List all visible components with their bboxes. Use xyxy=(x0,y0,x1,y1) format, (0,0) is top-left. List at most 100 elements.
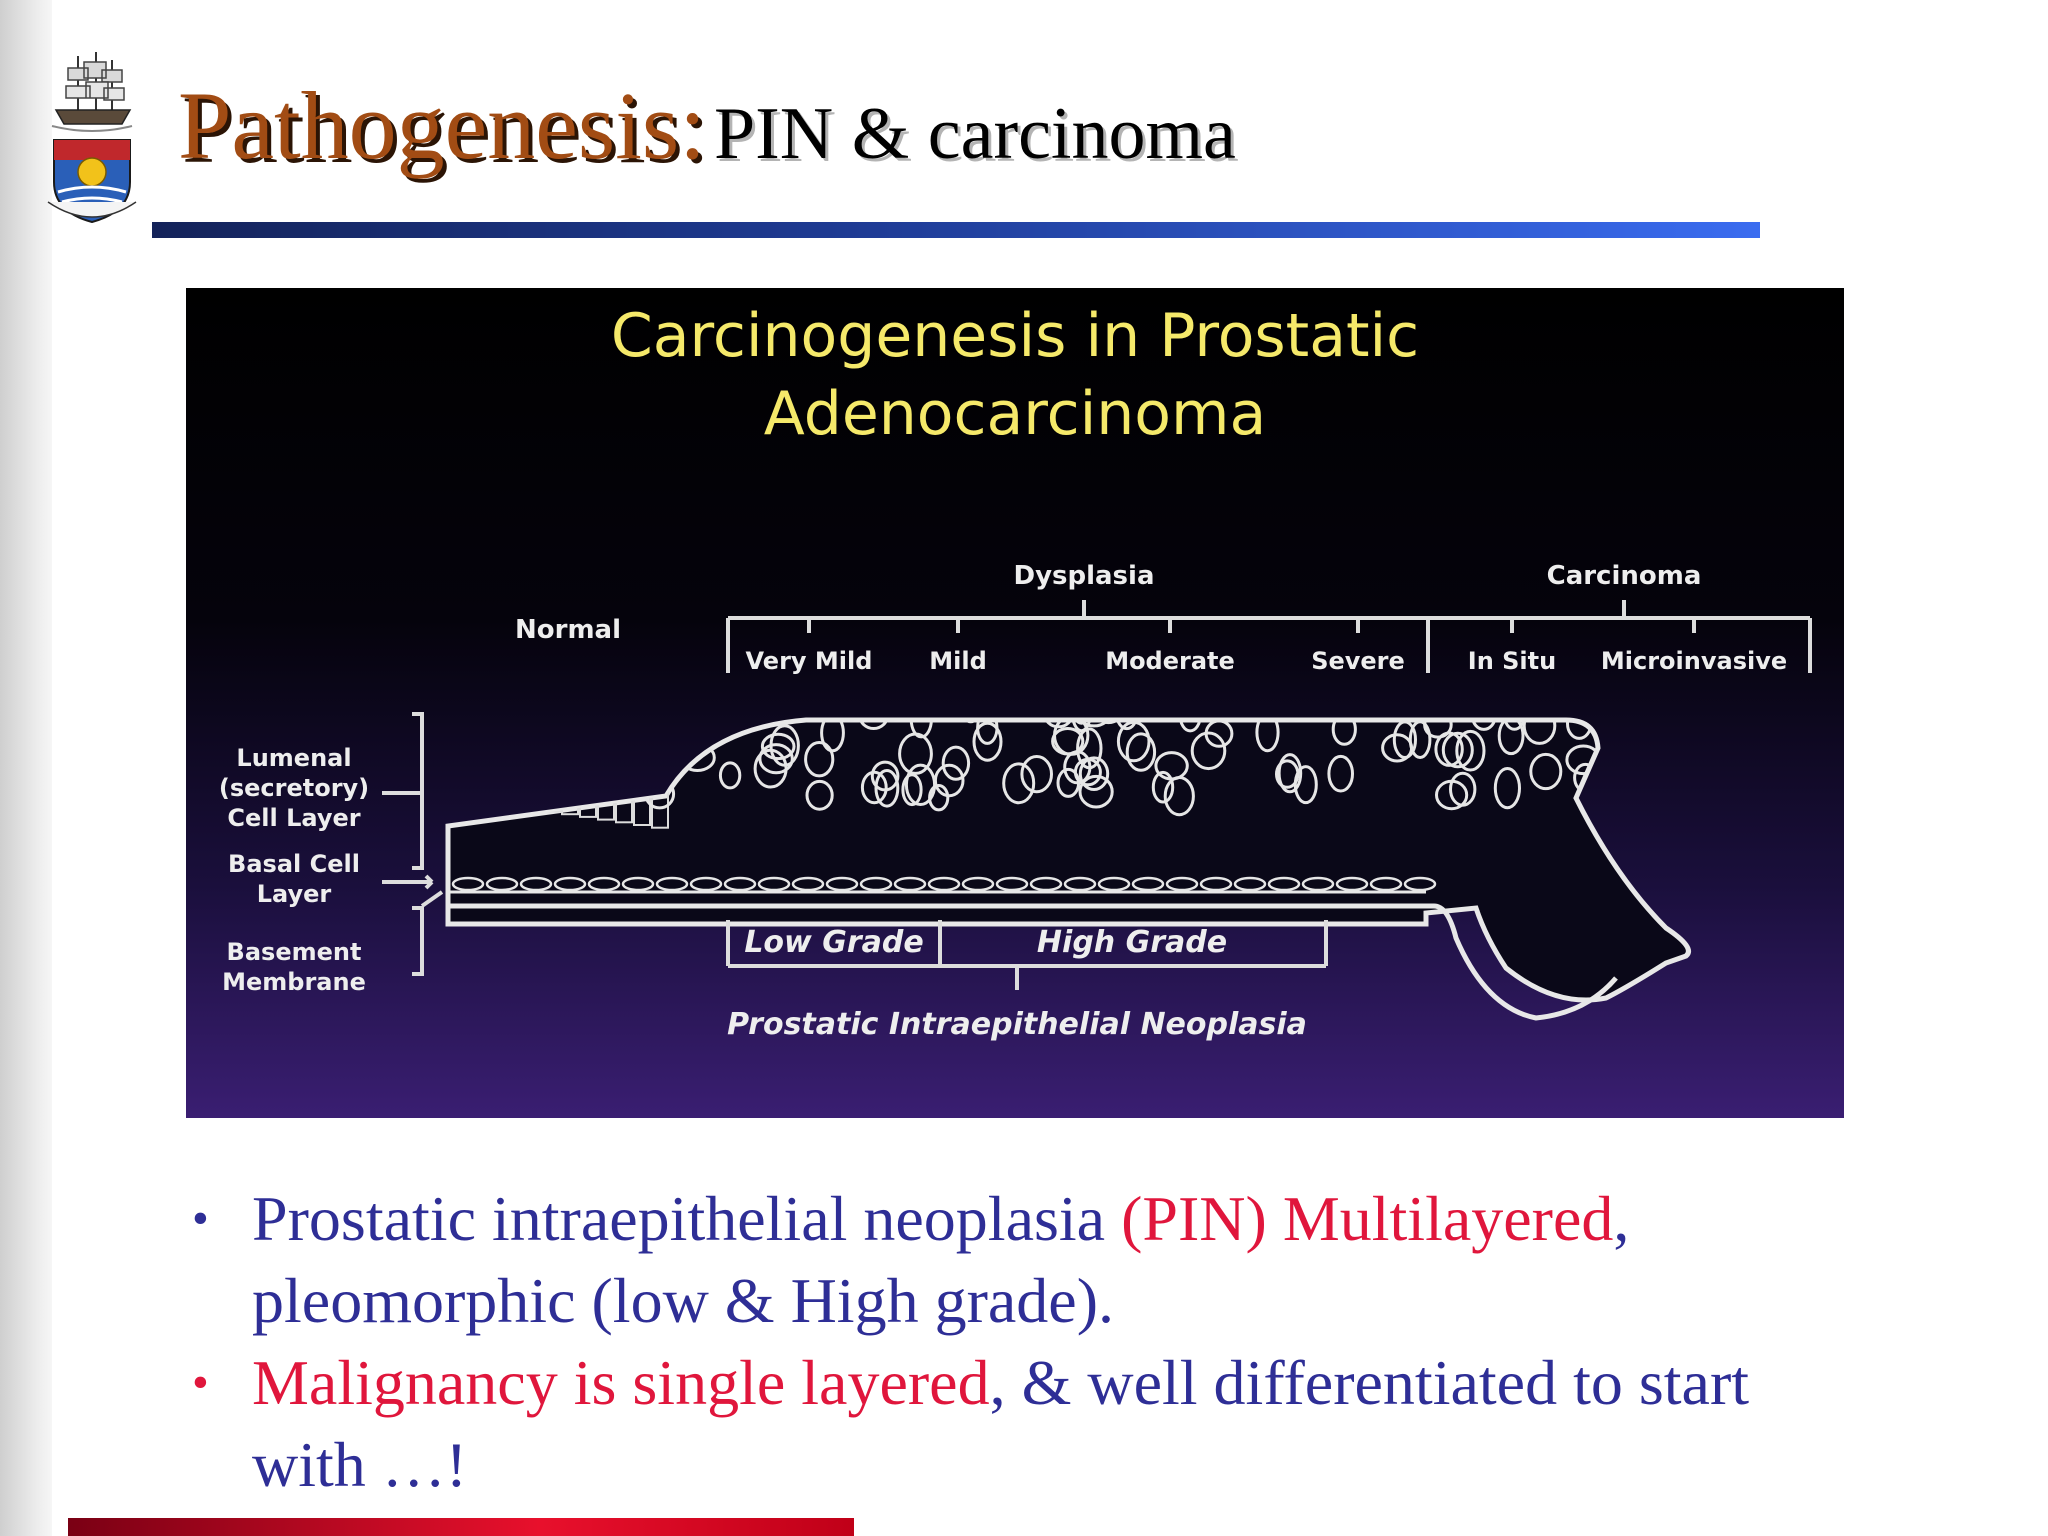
basal-cell xyxy=(689,876,723,892)
cell-nucleus xyxy=(885,687,904,713)
cell-nucleus xyxy=(1008,611,1034,639)
bullet-2-part-2: , & well differentiated to start with …! xyxy=(252,1347,1750,1500)
left-margin-bar xyxy=(0,0,52,1536)
cell-nucleus xyxy=(1405,622,1426,646)
cell-nucleus xyxy=(1234,671,1259,709)
cell-nucleus xyxy=(1581,780,1607,809)
cell-nucleus xyxy=(1331,720,1357,746)
cell-nucleus xyxy=(927,618,947,645)
high-grade-label: High Grade xyxy=(1037,925,1227,960)
cell-nucleus xyxy=(1177,598,1200,628)
bullet-dot: • xyxy=(192,1192,209,1245)
bullet-item-1: • Prostatic intraepithelial neoplasia (P… xyxy=(186,1178,1766,1342)
cell-nucleus xyxy=(1586,592,1606,626)
cell-nucleus xyxy=(755,679,788,706)
luminal-label-2: (secretory) xyxy=(219,774,369,802)
cell-nucleus xyxy=(964,595,983,631)
basal-cell xyxy=(1369,876,1403,892)
basal-cell xyxy=(553,876,587,892)
cell-nucleus xyxy=(1522,720,1557,745)
basal-cell xyxy=(1063,876,1097,892)
cell-nucleus xyxy=(904,763,937,806)
basal-cell xyxy=(655,876,689,892)
cell-nucleus xyxy=(665,620,694,655)
basal-cell xyxy=(485,876,519,892)
cell-nucleus xyxy=(991,642,1013,669)
basal-cell xyxy=(1335,876,1369,892)
basal-cell xyxy=(757,876,791,892)
basal-cell xyxy=(1267,876,1301,892)
cell-nucleus xyxy=(1529,752,1563,791)
basal-cell xyxy=(791,876,825,892)
pin-label: Prostatic Intraepithelial Neoplasia xyxy=(727,1007,1307,1042)
cell-nucleus xyxy=(1566,720,1588,723)
columnar-cell xyxy=(561,720,579,816)
cell-nucleus xyxy=(1070,720,1093,733)
cell-nucleus xyxy=(1408,720,1432,760)
cell-nucleus xyxy=(668,720,701,735)
basal-cell xyxy=(1029,876,1063,892)
stage-very-mild: Very Mild xyxy=(746,647,873,675)
cell-nucleus xyxy=(873,720,905,723)
basal-cell xyxy=(1165,876,1199,892)
figure-title-line1: Carcinogenesis in Prostatic xyxy=(611,301,1419,371)
cell-nucleus xyxy=(746,689,771,717)
cell-nucleus xyxy=(1125,732,1157,772)
basal-cell xyxy=(995,876,1029,892)
columnar-cell xyxy=(543,720,561,813)
basal-cell xyxy=(621,876,655,892)
cell-nucleus xyxy=(1348,685,1370,719)
cell-nucleus xyxy=(1417,673,1436,700)
cell-nucleus xyxy=(835,720,862,722)
carcinogenesis-figure: Carcinogenesis in Prostatic Adenocarcino… xyxy=(186,288,1844,1118)
stage-microinvasive: Microinvasive xyxy=(1601,647,1787,675)
bullet-item-2: • Malignancy is single layered, & well d… xyxy=(186,1342,1766,1506)
cell-nucleus xyxy=(1190,731,1227,771)
bullet-1-part-3: , pleomorphic (low & High grade). xyxy=(252,1183,1630,1336)
columnar-cell xyxy=(471,720,489,802)
cell-nucleus xyxy=(1029,646,1047,677)
cell-nucleus xyxy=(1062,606,1096,639)
basal-cell xyxy=(859,876,893,892)
cell-nucleus xyxy=(1497,720,1525,756)
basal-cell xyxy=(893,876,927,892)
basement-label-2: Membrane xyxy=(222,968,366,996)
luminal-label-3: Cell Layer xyxy=(227,804,360,832)
stage-mild: Mild xyxy=(929,647,987,675)
cell-nucleus xyxy=(804,741,835,778)
cell-nucleus xyxy=(874,769,900,808)
cell-nucleus xyxy=(1051,727,1085,756)
cell-nucleus xyxy=(1209,672,1228,712)
cell-nucleus xyxy=(769,591,799,629)
cell-nucleus xyxy=(666,659,693,688)
columnar-cell xyxy=(489,720,507,805)
cell-nucleus xyxy=(941,745,971,781)
cell-nucleus xyxy=(1122,675,1154,711)
dysplasia-label: Dysplasia xyxy=(1013,561,1154,591)
cell-nucleus xyxy=(895,640,925,666)
columnar-cell xyxy=(507,720,525,808)
cell-nucleus xyxy=(984,655,1003,694)
cell-nucleus xyxy=(890,682,909,714)
cell-nucleus xyxy=(1002,762,1036,805)
cell-nucleus xyxy=(1273,720,1310,722)
cell-nucleus xyxy=(1493,767,1522,810)
bullet-1-part-2: (PIN) Multilayered xyxy=(1121,1183,1614,1254)
bullet-2-part-1: Malignancy is single layered xyxy=(252,1347,990,1418)
cell-nucleus xyxy=(1574,611,1605,636)
basal-label-2: Layer xyxy=(257,880,332,908)
cell-nucleus xyxy=(1471,720,1497,731)
cell-nucleus xyxy=(1020,755,1054,794)
cell-nucleus xyxy=(1178,720,1202,733)
basal-label-1: Basal Cell xyxy=(228,850,360,878)
columnar-cell xyxy=(453,720,471,799)
cell-nucleus xyxy=(1277,753,1303,794)
cell-nucleus xyxy=(1247,620,1280,652)
cell-nucleus xyxy=(1561,654,1586,686)
basement-membrane-line xyxy=(448,903,1618,1021)
grade-bracket xyxy=(726,920,1328,990)
cell-nucleus xyxy=(698,641,724,674)
cell-nucleus xyxy=(1381,733,1414,763)
cell-nucleus xyxy=(959,720,982,724)
cell-nucleus xyxy=(1249,671,1280,697)
